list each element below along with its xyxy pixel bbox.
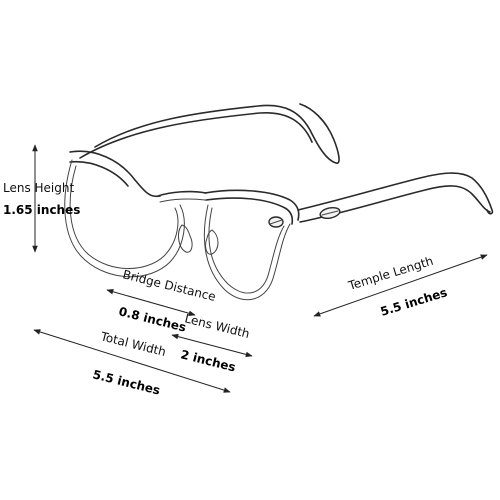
lens-height-dimension: Lens Height 1.65 inches <box>3 144 80 253</box>
lens-height-value: 1.65 inches <box>3 203 80 217</box>
temple-length-label: Temple Length <box>346 254 435 293</box>
bridge <box>157 190 207 203</box>
temple-length-value: 5.5 inches <box>379 285 449 319</box>
right-lens-frame <box>203 189 300 301</box>
lens-width-dimension: Lens Width 2 inches <box>171 311 253 374</box>
left-lens-frame <box>64 150 193 278</box>
bridge-distance-value: 0.8 inches <box>117 304 187 334</box>
lens-width-value: 2 inches <box>179 347 237 374</box>
lens-width-label: Lens Width <box>183 311 251 341</box>
temple-arm-front <box>297 172 494 223</box>
total-width-value: 5.5 inches <box>91 367 161 397</box>
temple-length-dimension: Temple Length 5.5 inches <box>313 254 488 319</box>
lens-height-label: Lens Height <box>3 181 74 195</box>
total-width-label: Total Width <box>98 329 167 359</box>
temple-arm-back <box>79 103 340 164</box>
glasses-illustration <box>64 103 494 301</box>
